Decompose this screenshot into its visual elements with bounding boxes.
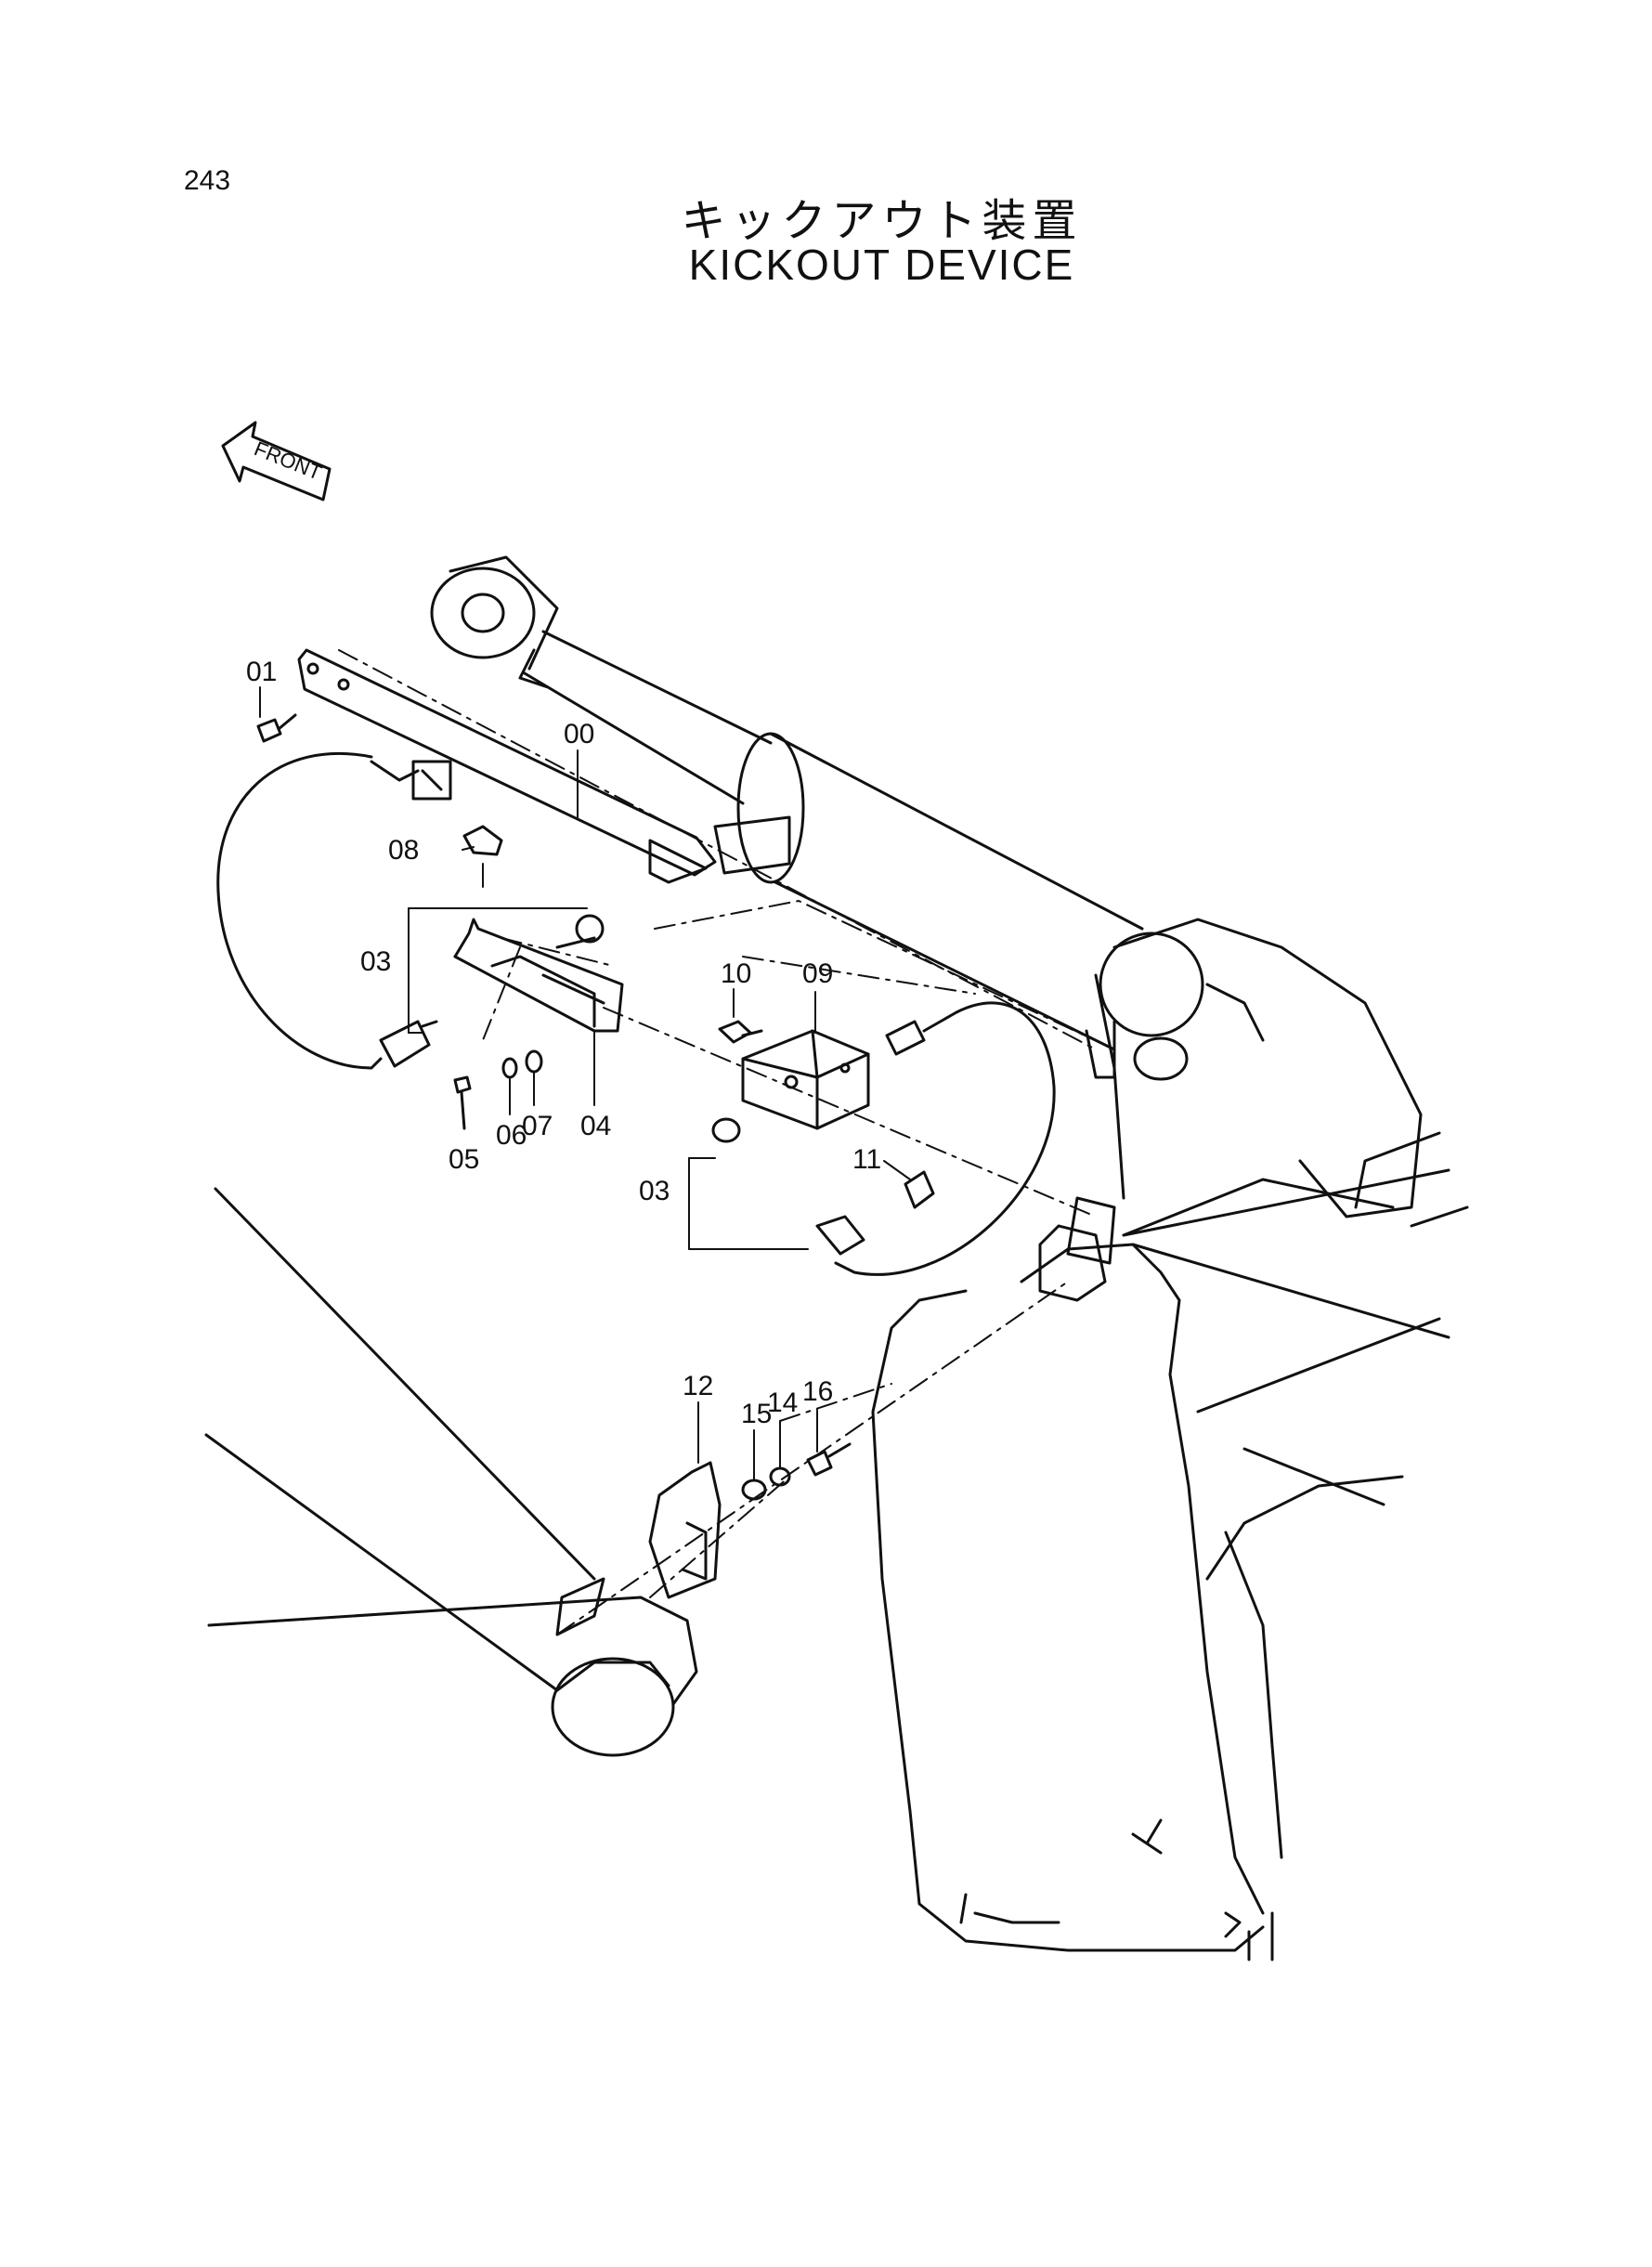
callout-11: 11 <box>852 1144 881 1175</box>
washer-07 <box>525 1049 543 1074</box>
front-label: FRONT <box>251 436 325 485</box>
page-number: 243 <box>184 165 231 196</box>
callout-03-right: 03 <box>639 1176 670 1206</box>
proximity-sensor-03-left <box>379 1020 438 1068</box>
boom-arm <box>871 1168 1469 1961</box>
callout-05: 05 <box>449 1144 479 1175</box>
sensor-block-09 <box>741 1029 870 1130</box>
callout-10: 10 <box>721 958 751 989</box>
callout-01: 01 <box>246 657 277 687</box>
callout-08: 08 <box>388 835 419 866</box>
sensor-bracket-04 <box>453 914 624 1033</box>
callout-04: 04 <box>580 1111 611 1141</box>
callout-03-left: 03 <box>360 946 391 977</box>
connector-11 <box>904 1170 935 1209</box>
callout-14: 14 <box>767 1388 798 1418</box>
cam-plate-12 <box>648 1461 722 1599</box>
callout-09: 09 <box>802 958 833 989</box>
sensor-cable-left <box>216 751 452 1070</box>
bracket-00 <box>297 648 717 884</box>
callout-06: 06 <box>496 1120 527 1151</box>
callout-12: 12 <box>683 1371 713 1401</box>
callout-15: 15 <box>741 1399 772 1429</box>
washer-15 <box>741 1479 767 1501</box>
bolt-16 <box>806 1442 852 1477</box>
title-japanese: キックアウト装置 <box>681 197 1083 246</box>
washer-06 <box>501 1057 518 1079</box>
screw-05 <box>453 1075 472 1130</box>
front-arrow-icon: FRONT <box>221 421 332 502</box>
screw-10 <box>718 1020 763 1044</box>
sensor-cable-right <box>711 1001 1056 1276</box>
bolt-01 <box>256 713 297 743</box>
callout-00: 00 <box>564 719 594 749</box>
assembly-lines <box>338 649 1115 1635</box>
leader-lines <box>259 686 911 1480</box>
callout-16: 16 <box>802 1376 833 1407</box>
lower-boom <box>204 1187 698 1757</box>
connector-08 <box>462 825 503 856</box>
title-english: KICKOUT DEVICE <box>688 241 1075 289</box>
callout-07: 07 <box>522 1111 553 1141</box>
